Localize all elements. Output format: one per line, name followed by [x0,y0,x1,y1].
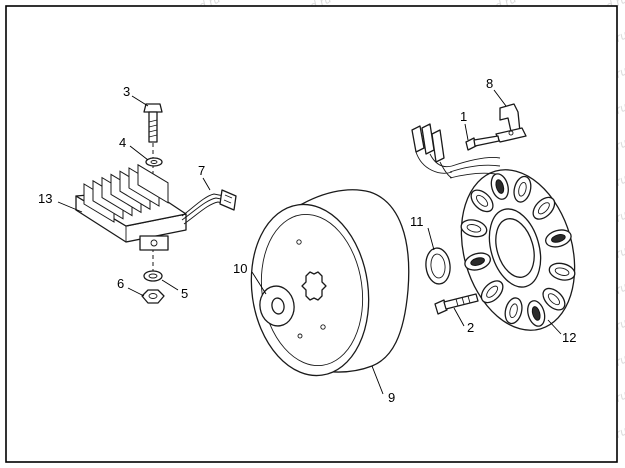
callout-1: 1 [460,109,467,124]
stator-bolt-part [434,293,479,315]
heatsink-fin [137,163,169,204]
callout-7: 7 [198,163,205,178]
stator-coil [548,262,576,281]
stator-coil [542,287,566,311]
stator-coil [490,173,509,200]
stator-coil [532,196,556,220]
stator-wiring-part [411,123,501,179]
stator-coil [464,252,491,271]
spacer-part [259,285,295,327]
callout-11: 11 [410,214,424,229]
wire-clamp-part [495,103,527,143]
callout-9: 9 [388,390,395,405]
flywheel-rotor-part [250,189,410,377]
flat-washer-part [143,270,163,282]
stator-coil [527,300,546,327]
screw-part [465,135,500,151]
stator-coil [480,280,504,304]
stator-coil [460,219,488,238]
callout-10: 10 [233,261,247,276]
callout-5: 5 [181,286,188,301]
regulator-rectifier-part [75,163,187,251]
callout-3: 3 [123,84,130,99]
ring-washer-part [425,247,451,285]
stator-part [460,169,576,331]
callout-labels: 1 2 3 4 5 6 7 8 9 10 11 12 13 [38,76,576,405]
callout-2: 2 [467,320,474,335]
bolt-part [143,103,163,143]
stator-coil [545,229,572,248]
callout-6: 6 [117,276,124,291]
leader-lines [57,89,562,395]
callout-12: 12 [562,330,576,345]
stator-coil [504,297,523,325]
lock-washer-part [145,157,163,167]
callout-8: 8 [486,76,493,91]
callout-13: 13 [38,191,52,206]
stator-coil [513,175,532,203]
stator-coil [470,189,494,213]
wire-connector-part [181,189,237,225]
nut-part [141,289,165,304]
callout-4: 4 [119,135,126,150]
